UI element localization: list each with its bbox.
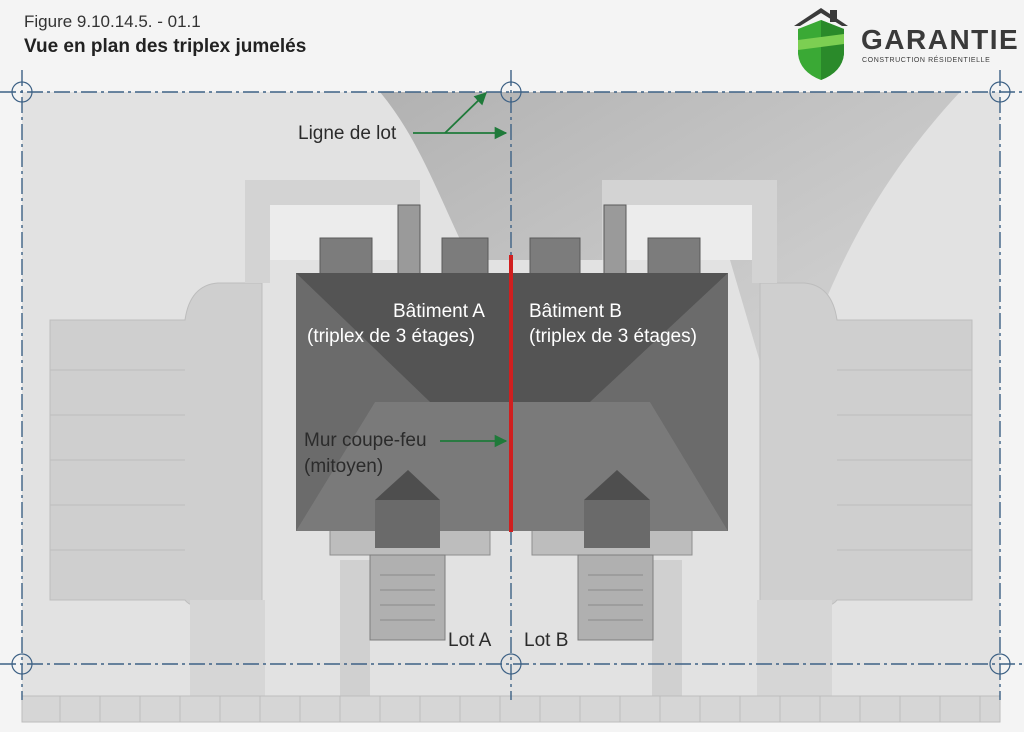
house-shield-icon <box>794 8 848 80</box>
lot-line-arrow-2 <box>444 92 487 134</box>
building-b-name: Bâtiment B <box>529 301 622 322</box>
street-curb <box>21 695 1001 723</box>
building-a-roof <box>296 273 511 548</box>
building-a-name: Bâtiment A <box>393 301 485 322</box>
building-b-roof <box>511 273 728 548</box>
building-b-desc: (triplex de 3 étages) <box>529 326 697 347</box>
garantie-logo: GARANTIE CONSTRUCTION RÉSIDENTIELLE <box>790 4 1018 84</box>
balcony <box>319 237 373 275</box>
driveway-left <box>190 600 265 696</box>
walkway-left <box>340 560 370 696</box>
building-shadow <box>380 92 960 430</box>
annotation-arrows <box>413 92 508 448</box>
walkway-right <box>652 560 682 696</box>
balcony <box>647 237 701 275</box>
logo-subtitle: CONSTRUCTION RÉSIDENTIELLE <box>862 57 991 64</box>
front-stair-left <box>369 554 446 641</box>
lot-lines <box>0 70 1024 700</box>
figure-number: Figure 9.10.14.5. - 01.1 <box>24 12 201 31</box>
balcony <box>441 237 489 275</box>
logo-wordmark: GARANTIE <box>861 24 1020 55</box>
parking-lot-left <box>49 282 263 611</box>
lot-a-label: Lot A <box>448 630 492 651</box>
front-stair-right <box>577 554 654 641</box>
building-a-desc: (triplex de 3 étages) <box>307 326 475 347</box>
firewall-label-line1: Mur coupe-feu <box>304 430 427 451</box>
survey-markers <box>11 81 1011 675</box>
parking-lot-right <box>759 282 973 611</box>
rear-stair <box>397 204 421 276</box>
lot-b-label: Lot B <box>524 630 569 651</box>
driveway-right <box>757 600 832 696</box>
firewall-label-line2: (mitoyen) <box>304 456 384 477</box>
rear-stair <box>603 204 627 276</box>
balcony <box>529 237 581 275</box>
lot-line-label: Ligne de lot <box>298 123 397 144</box>
figure-title: Vue en plan des triplex jumelés <box>24 36 307 57</box>
